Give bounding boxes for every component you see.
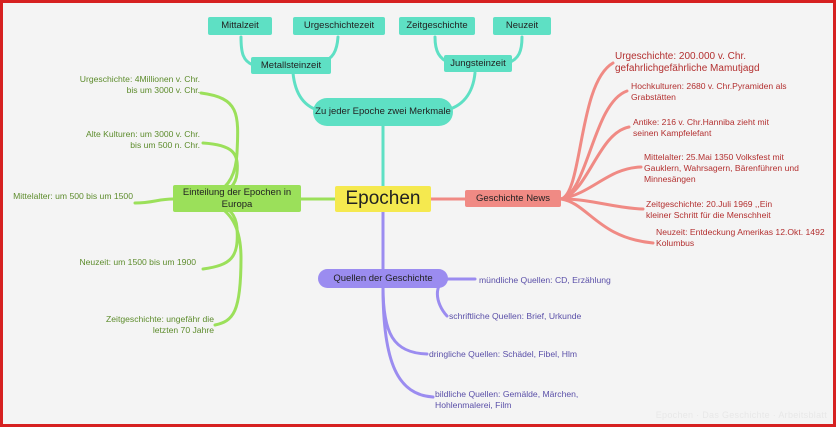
link-bottom-3 (381, 285, 429, 356)
link-left-3 (133, 197, 175, 205)
left-item-1: Urgeschichte: 4Millionen v. Chr. bis um … (79, 74, 200, 95)
bottom-item-2: schriftliche Quellen: Brief, Urkunde (449, 311, 582, 321)
right-item-2: Hochkulturen: 2680 v. Chr.Pyramiden als … (631, 81, 787, 102)
link-right-4 (559, 165, 643, 201)
bottom-item-1: mündliche Quellen: CD, Erzählung (479, 275, 611, 285)
link-right-3 (559, 125, 631, 201)
right-main-node[interactable]: Geschichte News (465, 190, 561, 207)
leaf-urgeschichtezeit[interactable]: Urgeschichtezeit (293, 17, 385, 35)
link-right-1 (559, 61, 615, 201)
left-item-2: Alte Kulturen: um 3000 v. Chr. bis um 50… (85, 129, 200, 150)
left-item-3: Mittelalter: um 500 bis um 1500 (13, 191, 133, 201)
left-item-5: Zeitgeschichte: ungefähr die letzten 70 … (106, 314, 214, 335)
right-item-6: Neuzeit: Entdeckung Amerikas 12.Okt. 149… (656, 227, 825, 248)
leaf-mittalzeit[interactable]: Mittalzeit (208, 17, 272, 35)
right-item-5: Zeitgeschichte: 20.Juli 1969 ,,Ein klein… (646, 199, 773, 220)
right-item-3: Antike: 216 v. Chr.Hanniba zieht mit sei… (633, 117, 769, 138)
left-hub-node[interactable]: Metallsteinzeit (251, 57, 331, 74)
link-right-5 (559, 197, 645, 211)
leaf-zeitgeschichte[interactable]: Zeitgeschichte (399, 17, 475, 35)
left-main-node[interactable]: Einteilung der Epochen in Europa (173, 185, 301, 212)
watermark-text: Epochen · Das Geschichte · Arbeitsblatt (655, 410, 827, 420)
bottom-item-3: dringliche Quellen: Schädel, Fibel, Hlm (429, 349, 578, 359)
top-main-node[interactable]: Zu jeder Epoche zwei Merkmale (313, 98, 453, 126)
link-lefthub-mittalzeit (239, 35, 255, 67)
left-item-4: Neuzeit: um 1500 bis um 1900 (79, 257, 196, 267)
right-item-4: Mittelalter: 25.Mai 1350 Volksfest mit G… (644, 152, 799, 184)
right-item-1: Urgeschichte: 200.000 v. Chr. gefahrlich… (615, 51, 760, 74)
leaf-neuzeit[interactable]: Neuzeit (493, 17, 551, 35)
link-bottom-4 (381, 285, 435, 399)
right-hub-node[interactable]: Jungsteinzeit (444, 55, 512, 72)
bottom-item-4: bildliche Quellen: Gemälde, Märchen, Hoh… (435, 389, 579, 410)
bottom-main-node[interactable]: Quellen der Geschichte (318, 269, 448, 288)
center-node[interactable]: Epochen (335, 186, 431, 212)
link-right-6 (559, 197, 655, 245)
